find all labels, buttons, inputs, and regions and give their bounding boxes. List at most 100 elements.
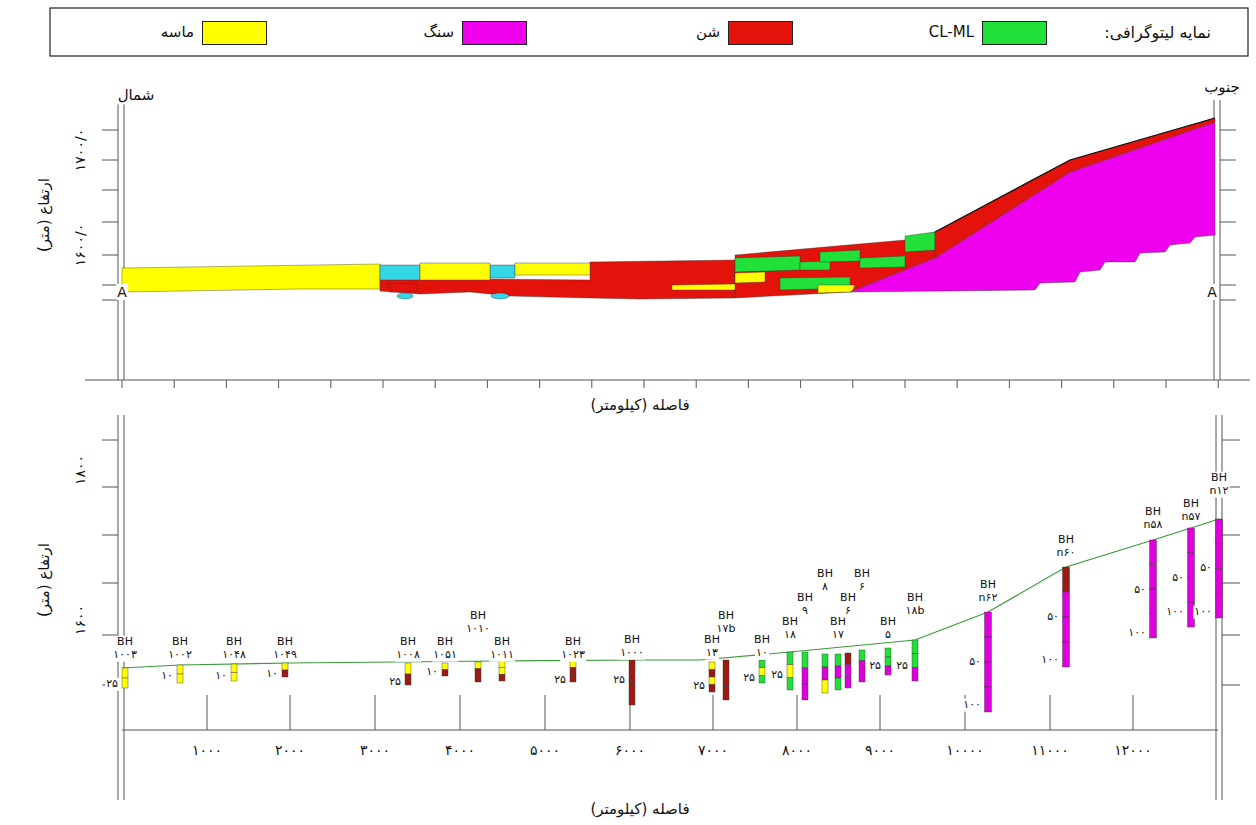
- borehole-label: n۱۲: [1209, 485, 1230, 498]
- borehole-segment: [1188, 528, 1195, 553]
- axis-label: ارتفاع (متر): [36, 542, 53, 618]
- borehole-label: ۱۰۰۸: [395, 649, 421, 662]
- borehole-segment: [629, 683, 635, 706]
- borehole-label: ۲۵: [553, 674, 567, 687]
- section-rect: [490, 265, 515, 278]
- section-line: [1222, 685, 1240, 686]
- section-line: [122, 380, 123, 388]
- section-line: [102, 535, 118, 536]
- section-line: [748, 380, 749, 388]
- section-line: [1222, 635, 1240, 636]
- borehole-segment: [885, 657, 891, 666]
- borehole-label: n۵۷: [1181, 511, 1202, 524]
- borehole-segment: [709, 670, 715, 678]
- borehole-segment: [1216, 544, 1223, 569]
- section-line: [207, 695, 208, 730]
- borehole-label: ۱۰۰: [962, 699, 982, 712]
- borehole-label: BH: [1057, 534, 1075, 547]
- borehole-label: BH: [829, 616, 847, 629]
- borehole-segment: [845, 653, 851, 665]
- borehole-segment: [723, 660, 729, 673]
- section-ellipse: [491, 293, 509, 299]
- axis-label: ۶۰۰۰: [614, 742, 646, 758]
- section-line: [545, 695, 546, 730]
- borehole-label: BH: [816, 568, 834, 581]
- borehole-segment: [822, 680, 828, 693]
- borehole-segment: [442, 670, 448, 677]
- borehole-label: ۵۰: [968, 656, 982, 669]
- borehole-label: BH: [781, 616, 799, 629]
- section-line: [102, 440, 118, 441]
- axis-label: ۴۰۰۰: [444, 742, 476, 758]
- axis-label: ۱۰۰۰۰: [945, 742, 985, 758]
- borehole-label: ۱۷b: [716, 623, 737, 636]
- section-line: [1220, 160, 1236, 161]
- borehole-segment: [709, 662, 715, 670]
- borehole-label: ۱۰: [755, 647, 769, 660]
- borehole-segment: [835, 654, 841, 666]
- borehole-segment: [985, 662, 992, 687]
- ground-line: [122, 519, 1219, 668]
- borehole-label: BH: [116, 636, 134, 649]
- borehole-segment: [442, 663, 448, 670]
- section-line: [696, 380, 697, 388]
- borehole-label: BH: [1144, 506, 1162, 519]
- borehole-segment: [787, 677, 793, 690]
- axis-label: ۱۷۰۰/۰: [72, 128, 88, 172]
- section-line: [330, 380, 331, 388]
- section-line: [1220, 222, 1236, 223]
- borehole-label: BH: [171, 636, 189, 649]
- borehole-label: ۱۰۰۲: [167, 649, 193, 662]
- borehole-segment: [475, 662, 481, 669]
- borehole-label: ۱۰۰: [1040, 654, 1060, 667]
- borehole-segment: [1216, 519, 1223, 544]
- section-line: [102, 222, 118, 223]
- section-path: [380, 260, 735, 299]
- borehole-segment: [985, 687, 992, 712]
- borehole-segment: [787, 652, 793, 665]
- borehole-label: BH: [753, 634, 771, 647]
- section-line: [905, 380, 906, 388]
- borehole-segment: [405, 663, 411, 674]
- borehole-label: ۱۰۰: [1193, 606, 1213, 619]
- axis-label: ۱۲۰۰۰: [1113, 742, 1153, 758]
- borehole-label: BH: [276, 636, 294, 649]
- borehole-segment: [1063, 642, 1070, 667]
- section-line: [1061, 380, 1062, 388]
- borehole-label: ۵۰: [1133, 584, 1147, 597]
- borehole-label: ۵۰: [1199, 562, 1213, 575]
- section-line: [644, 380, 645, 388]
- borehole-label: ۱۷: [831, 629, 845, 642]
- borehole-segment: [802, 652, 808, 668]
- borehole-segment: [177, 674, 183, 683]
- borehole-label: BH: [564, 636, 582, 649]
- section-line: [124, 415, 125, 800]
- borehole-segment: [1150, 614, 1157, 639]
- borehole-label: ۲۵: [742, 672, 756, 685]
- borehole-segment: [759, 660, 765, 668]
- borehole-segment: [1063, 567, 1070, 592]
- borehole-label: BH: [906, 592, 924, 605]
- section-line: [1050, 695, 1051, 730]
- section-line: [880, 695, 881, 730]
- geology-section: [122, 118, 1215, 299]
- borehole-label: BH: [469, 610, 487, 623]
- section-path: [818, 285, 855, 293]
- section-path: [935, 118, 1215, 232]
- borehole-label: ۲۵: [388, 676, 402, 689]
- borehole-label: ۱۰۵۱: [432, 649, 458, 662]
- borehole-segment: [1063, 617, 1070, 642]
- section-line: [102, 160, 118, 161]
- borehole-segment: [499, 674, 505, 681]
- borehole-label: ۱۰۱۰: [465, 623, 491, 636]
- section-line: [174, 380, 175, 388]
- section-line: [1222, 440, 1240, 441]
- borehole-segment: [570, 667, 576, 674]
- section-ellipse: [397, 293, 413, 299]
- borehole-segment: [1150, 589, 1157, 614]
- top-axis-ticks: [122, 380, 1218, 388]
- axis-label: ۹۰۰۰: [864, 742, 896, 758]
- borehole-label: ۱۸: [783, 629, 797, 642]
- borehole-segment: [1216, 569, 1223, 594]
- axis-label: جنوب: [1203, 79, 1241, 96]
